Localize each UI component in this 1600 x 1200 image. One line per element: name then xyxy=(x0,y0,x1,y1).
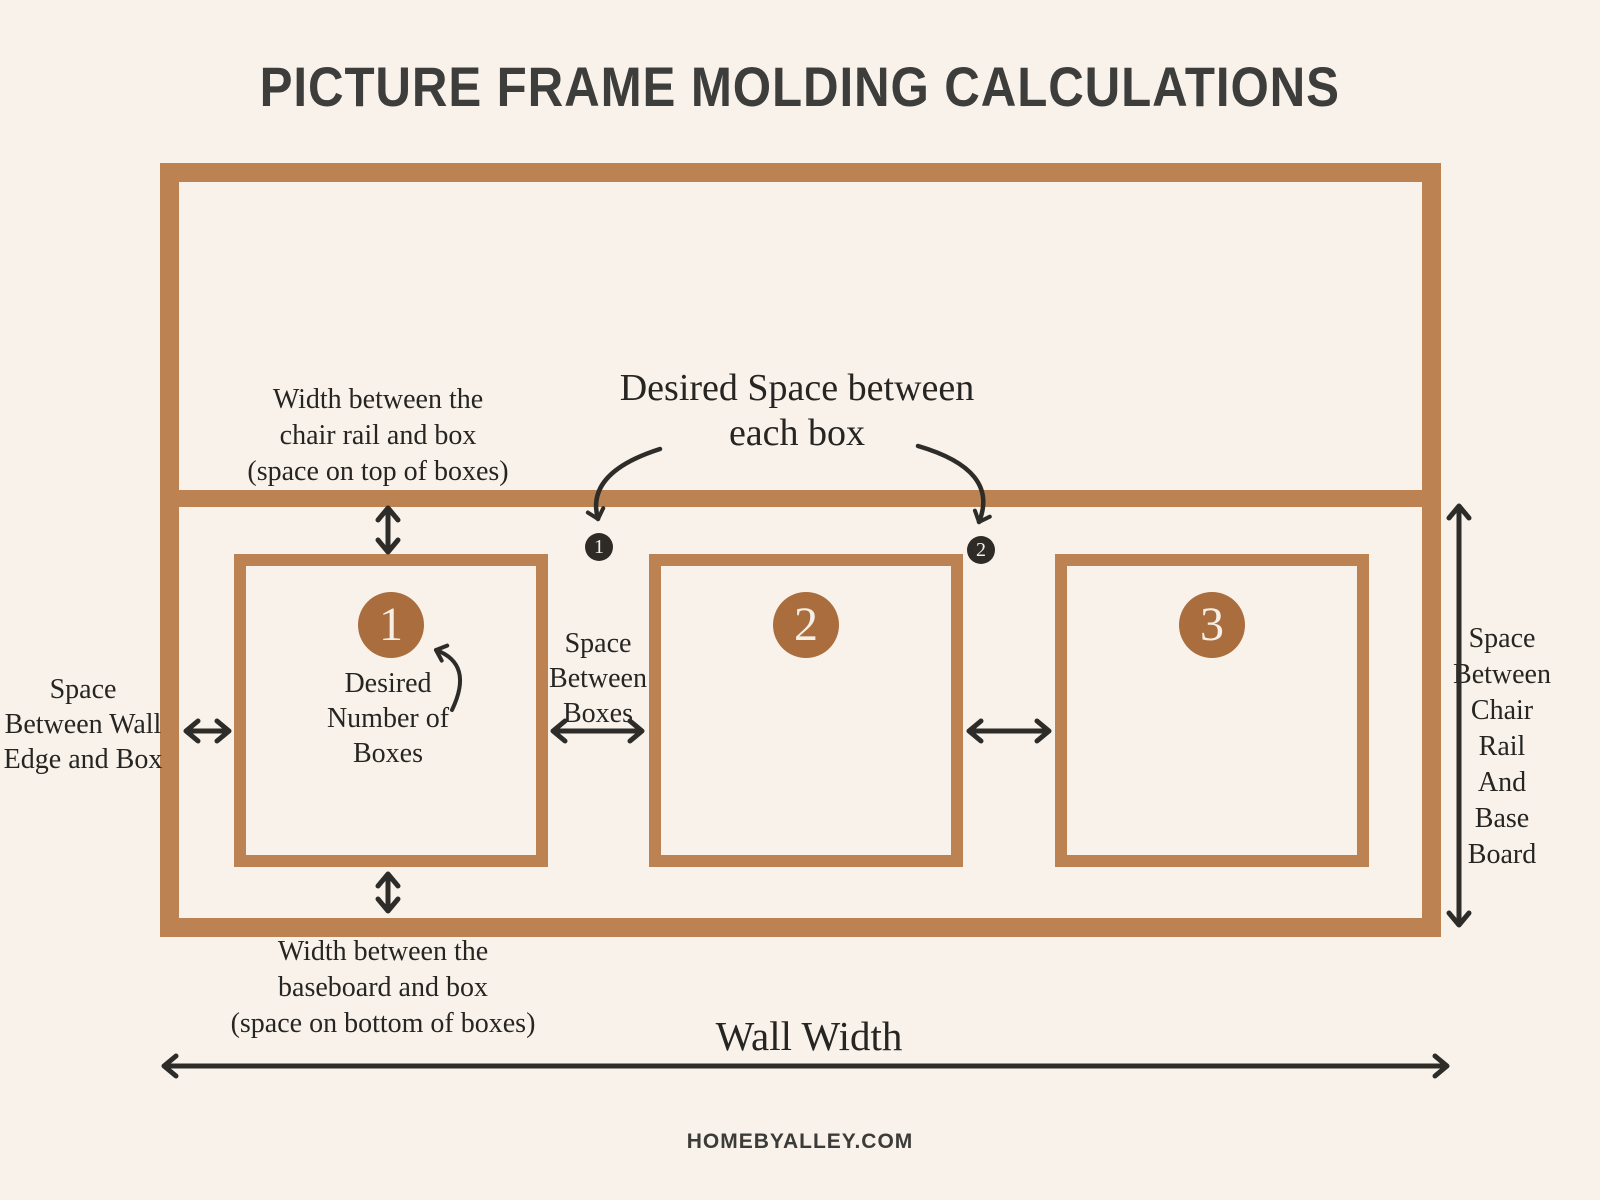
label-desired-number-of-boxes: Desired Number of Boxes xyxy=(326,668,450,769)
gap-marker-2-badge: 2 xyxy=(967,536,995,564)
box-3-number-badge: 3 xyxy=(1179,592,1245,658)
gap-marker-1-number: 1 xyxy=(594,536,604,558)
molding-box-2: 2 xyxy=(649,554,963,867)
wall-frame xyxy=(160,163,1441,937)
gap-marker-1-badge: 1 xyxy=(585,533,613,561)
label-space-on-bottom-of-boxes: Width between the baseboard and box (spa… xyxy=(230,936,536,1039)
label-wall-width: Wall Width xyxy=(715,1013,903,1059)
box-2-number: 2 xyxy=(794,598,818,651)
box-3-number: 3 xyxy=(1200,598,1224,651)
box-1-number-badge: 1 xyxy=(358,592,424,658)
label-space-between-chair-rail-and-baseboard: Space Between Chair Rail And Base Board xyxy=(1453,623,1551,870)
label-space-between-boxes: Space Between Boxes xyxy=(549,628,647,729)
box-1-number: 1 xyxy=(379,598,403,651)
label-space-on-top-of-boxes: Width between the chair rail and box (sp… xyxy=(247,384,509,487)
footer-site-url: HOMEBYALLEY.COM xyxy=(0,1130,1600,1154)
page-title: PICTURE FRAME MOLDING CALCULATIONS xyxy=(0,54,1600,119)
box-2-number-badge: 2 xyxy=(773,592,839,658)
footer-site-url-text: HOMEBYALLEY.COM xyxy=(686,1130,914,1153)
label-desired-space-between-each-box: Desired Space between each box xyxy=(619,367,975,454)
label-space-between-wall-edge-and-box: Space Between Wall Edge and Box xyxy=(3,674,163,775)
chair-rail-bar xyxy=(179,490,1422,507)
molding-box-3: 3 xyxy=(1055,554,1369,867)
page-title-text: PICTURE FRAME MOLDING CALCULATIONS xyxy=(259,55,1341,118)
molding-box-1: 1 xyxy=(234,554,548,867)
gap-marker-2-number: 2 xyxy=(976,539,986,561)
